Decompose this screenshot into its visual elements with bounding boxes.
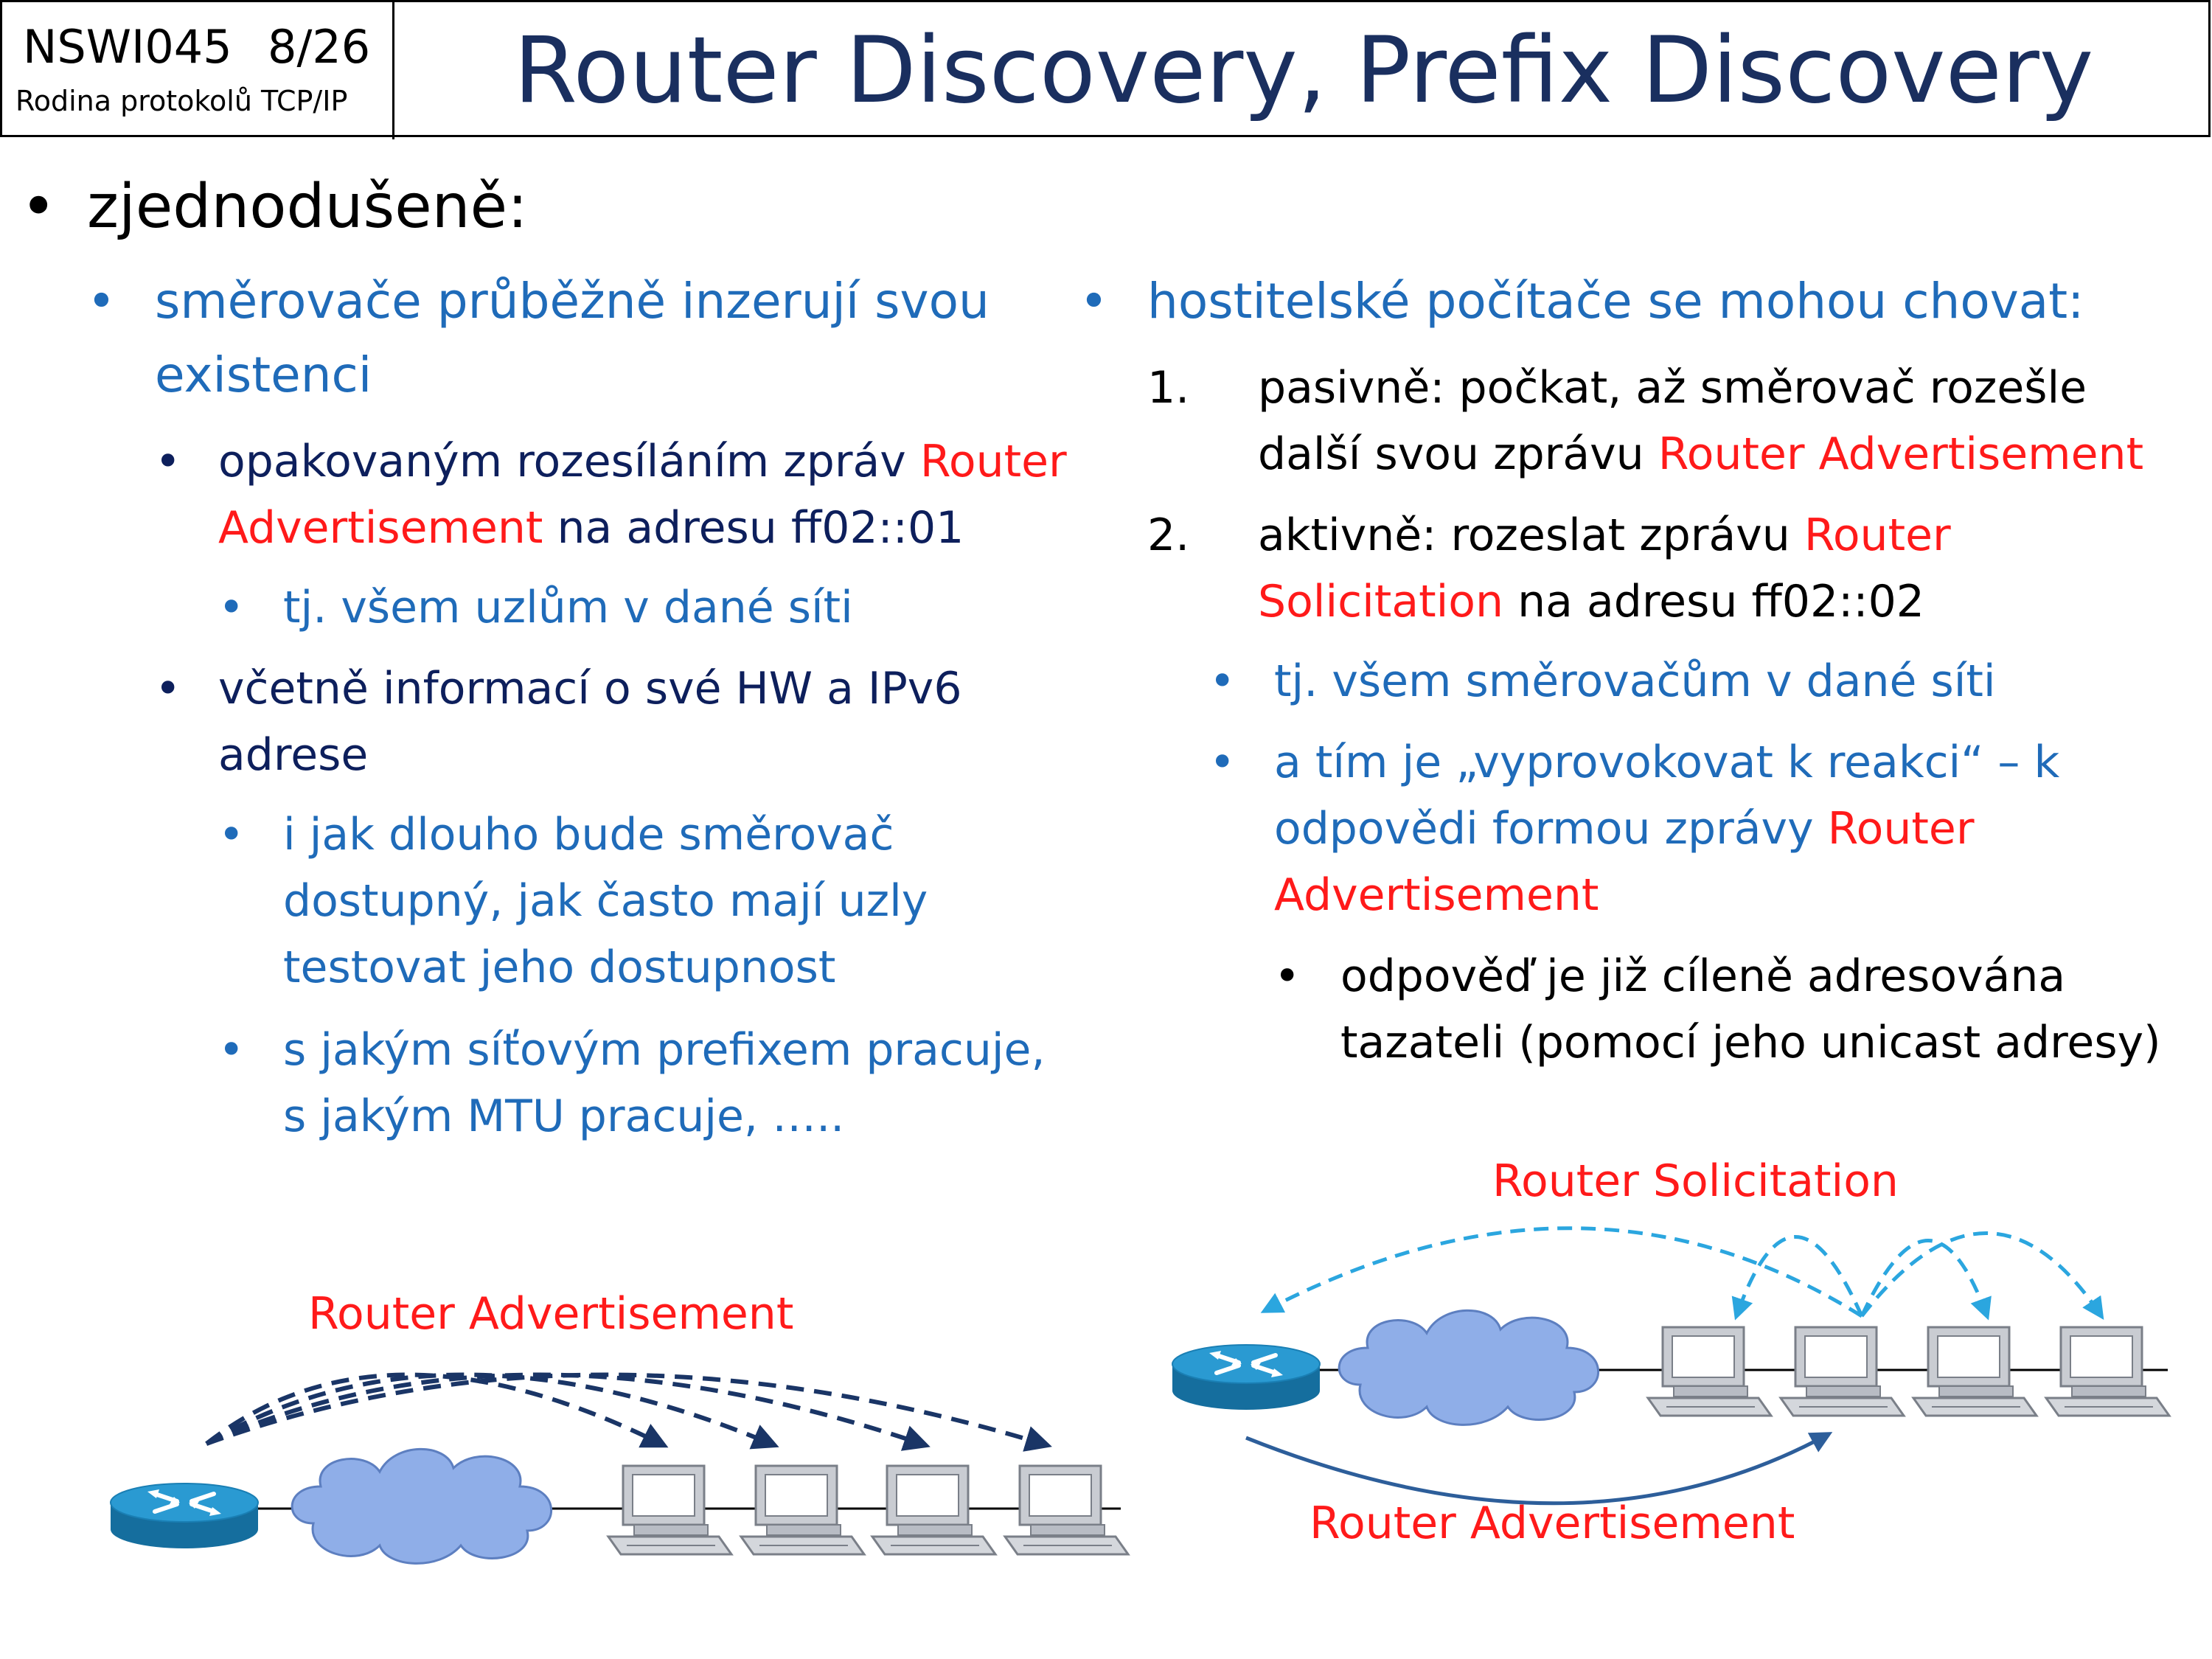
right-diagram-bottom-label: Router Advertisement <box>1310 1498 1795 1549</box>
right-s2-line2: odpovědi formou zprávy Router <box>1274 803 1975 855</box>
bullet-dot: • <box>155 436 181 487</box>
router-solicitation-term: Solicitation <box>1258 576 1504 627</box>
right-n2-line1: aktivně: rozeslat zprávu Router <box>1258 509 1951 561</box>
right-s2-line3: Advertisement <box>1274 869 1599 921</box>
router-advertisement-term: Router <box>1827 803 1975 855</box>
bullet-dot: • <box>1209 655 1236 707</box>
left-l2a-line1: opakovaným rozesíláním zpráv Router <box>218 436 1067 487</box>
course-subtitle: Rodina protokolů TCP/IP <box>15 85 348 117</box>
right-t1-line2: tazateli (pomocí jeho unicast adresy) <box>1340 1017 2161 1068</box>
header-bar: NSWI045 8/26 Rodina protokolů TCP/IP Rou… <box>0 0 2211 139</box>
bullet-dot: • <box>218 582 245 633</box>
page-number: 8/26 <box>268 20 371 74</box>
left-l3b-line2: dostupný, jak často mají uzly <box>283 875 928 927</box>
router-advertisement-term: Advertisement <box>218 502 543 554</box>
left-l3a: tj. všem uzlům v dané síti <box>283 582 853 633</box>
left-l3b-line1: i jak dlouho bude směrovač <box>283 809 894 860</box>
list-number-2: 2. <box>1147 509 1190 561</box>
slide-title: Router Discovery, Prefix Discovery <box>513 18 2094 124</box>
left-l1-line2: existenci <box>155 347 372 403</box>
left-l2b-line2: adrese <box>218 729 369 781</box>
bullet-dot: • <box>1209 737 1236 788</box>
router-solicitation-term: Router <box>1804 509 1951 561</box>
right-s1: tj. všem směrovačům v dané síti <box>1274 655 1996 707</box>
course-code: NSWI045 <box>23 20 232 74</box>
left-l3c-line2: s jakým MTU pracuje, ….. <box>283 1091 845 1142</box>
list-number-1: 1. <box>1147 362 1190 414</box>
router-advertisement-term: Router <box>919 436 1067 487</box>
left-l2b-line1: včetně informací o své HW a IPv6 <box>218 663 962 714</box>
bullet-dot: • <box>21 172 57 242</box>
right-s2-line1: a tím je „vyprovokovat k reakci“ – k <box>1274 737 2060 788</box>
right-n2-line2: Solicitation na adresu ff02::02 <box>1258 576 1924 627</box>
left-l1-line1: směrovače průběžně inzerují svou <box>155 273 990 330</box>
left-l3b-line3: testovat jeho dostupnost <box>283 942 836 993</box>
right-diagram-top-label: Router Solicitation <box>1492 1155 1899 1207</box>
right-n1-line2: další svou zprávu Router Advertisement <box>1258 428 2144 480</box>
router-advertisement-term: Router Advertisement <box>1658 428 2144 480</box>
right-r1: hostitelské počítače se mohou chovat: <box>1147 273 2084 330</box>
left-l3c-line1: s jakým síťovým prefixem pracuje, <box>283 1024 1046 1076</box>
left-l2a-line2: Advertisement na adresu ff02::01 <box>218 502 964 554</box>
bullet-dot: • <box>1079 273 1108 330</box>
main-bullet: zjednodušeně: <box>87 172 528 242</box>
bullet-dot: • <box>1274 950 1301 1002</box>
right-t1-line1: odpověď je již cíleně adresována <box>1340 950 2066 1002</box>
course-info-box: NSWI045 8/26 Rodina protokolů TCP/IP <box>2 2 394 139</box>
bullet-dot: • <box>218 1024 245 1076</box>
right-n1-line1: pasivně: počkat, až směrovač rozešle <box>1258 362 2087 414</box>
bullet-dot: • <box>218 809 245 860</box>
left-diagram-label: Router Advertisement <box>308 1288 794 1340</box>
bullet-dot: • <box>87 273 116 330</box>
bullet-dot: • <box>155 663 181 714</box>
